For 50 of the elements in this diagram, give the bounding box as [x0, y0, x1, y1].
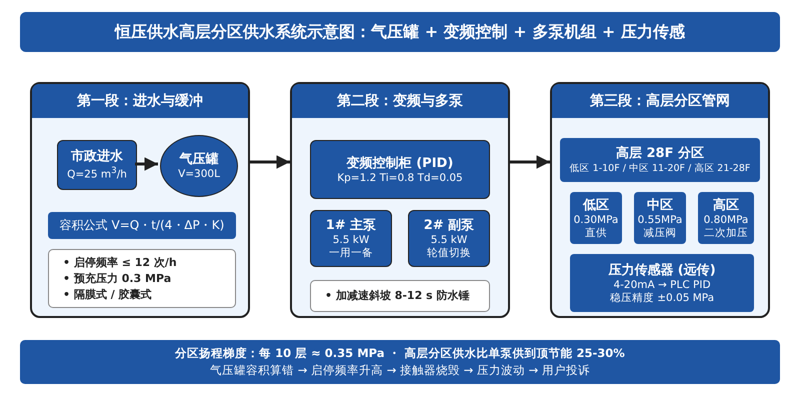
stage-heading: 第二段：变频与多泵	[336, 92, 464, 111]
node-title: 2# 副泵	[424, 217, 474, 234]
bullet-item: • 加减速斜坡 8-12 s 防水锤	[325, 288, 470, 304]
node-detail: 4-20mA → PLC PID 稳压精度 ±0.05 MPa	[608, 278, 716, 304]
stage-panel	[550, 82, 770, 318]
stage-panel	[30, 82, 250, 318]
node-title: 市政进水	[71, 148, 123, 166]
stage-panel	[290, 82, 510, 318]
node-title: 低区	[583, 196, 609, 214]
summary-text: 分区扬程梯度：每 10 层 ≈ 0.35 MPa ・ 高层分区供水比单泵供到顶节能 25-30%	[175, 345, 625, 362]
zone-box	[698, 192, 754, 244]
zone-box	[560, 138, 760, 182]
title-bar: 恒压供水高层分区供水系统示意图：气压罐 + 变频控制 + 多泵机组 + 压力传感	[20, 12, 780, 52]
node-title: 1# 主泵	[326, 217, 376, 234]
node-detail: Q=25 m$^{3}$/h	[67, 165, 127, 182]
pump-box	[310, 210, 392, 267]
controller-box	[310, 140, 490, 199]
node-detail: 5.5 kW 一用一备	[328, 234, 374, 260]
arrow	[250, 155, 290, 169]
sensor-box	[570, 254, 754, 312]
notes-box	[310, 280, 490, 312]
zone-box	[634, 192, 686, 244]
node-title: 气压罐	[180, 151, 218, 168]
formula-bar	[48, 212, 236, 239]
node-detail: 0.30MPa 直供	[572, 214, 620, 240]
node-title: 高区	[713, 196, 739, 214]
node-detail: 低区 1-10F / 中区 11-20F / 高区 21-28F	[570, 162, 750, 175]
arrow	[510, 155, 550, 169]
node-detail: V=300L	[178, 168, 220, 181]
pump-box	[408, 210, 490, 267]
node-detail: Kp=1.2 Ti=0.8 Td=0.05	[337, 172, 463, 184]
node-title: 容积公式 V=Q・t/(4・ΔP・K)	[60, 217, 224, 234]
node-title: 变频控制柜 (PID)	[346, 154, 454, 172]
zone-box	[570, 192, 622, 244]
node-title: 高层 28F 分区	[616, 145, 704, 162]
node-detail: 5.5 kW 轮值切换	[426, 234, 472, 260]
node-title: 中区	[647, 196, 673, 214]
node-detail: 0.55MPa 减压阀	[636, 214, 684, 240]
stage-heading: 第三段：高层分区管网	[589, 92, 731, 111]
failure-chain-text: 气压罐容积算错 → 启停频率升高 → 接触器烧毁 → 压力波动 → 用户投诉	[210, 362, 590, 379]
summary-banner	[20, 340, 780, 384]
node-detail: 0.80MPa 二次加压	[702, 214, 750, 240]
node-title: 压力传感器 (远传)	[608, 262, 716, 278]
source-box	[57, 140, 137, 190]
stage-heading: 第一段：进水与缓冲	[76, 92, 204, 111]
notes-box	[48, 249, 236, 308]
arrow	[135, 157, 158, 171]
bullet-item: • 启停频率 ≤ 12 次/h	[63, 254, 177, 270]
bullet-item: • 隔膜式 / 胶囊式	[63, 286, 153, 302]
bullet-item: • 预充压力 0.3 MPa	[63, 270, 172, 286]
